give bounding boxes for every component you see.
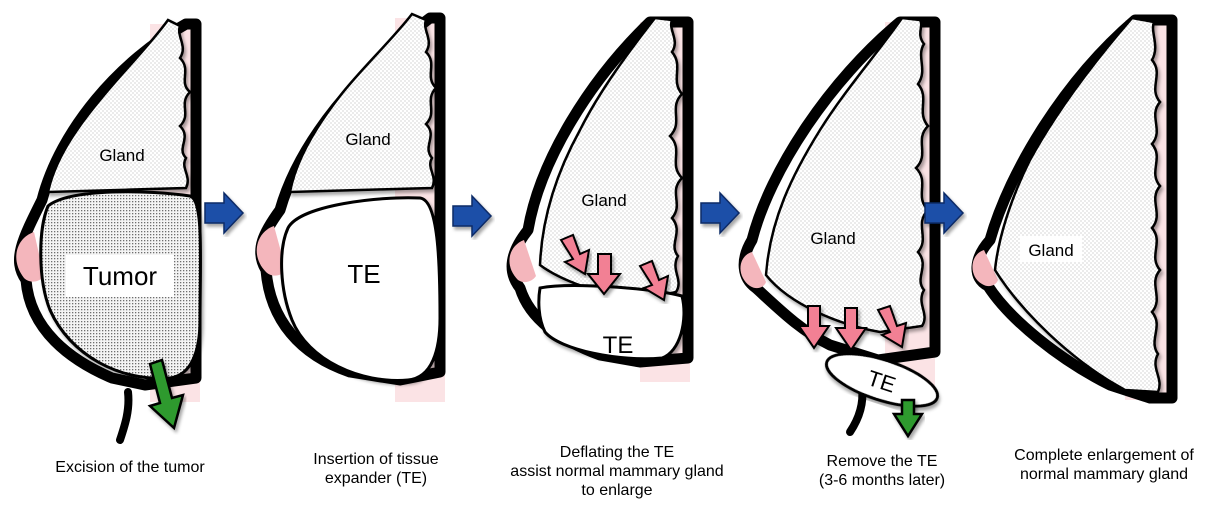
te-label: TE [603,332,634,359]
caption-line: Deflating the TE [510,443,723,462]
caption-panel-2: Insertion of tissue expander (TE) [313,450,438,488]
panel-1-tumor-excision: Gland Tumor [16,20,200,440]
caption-panel-1: Excision of the tumor [55,458,204,477]
caption-line: Insertion of tissue [313,450,438,469]
caption-panel-4: Remove the TE (3-6 months later) [819,452,945,490]
gland-label: Gland [99,146,144,165]
gland-label: Gland [345,130,390,149]
caption-panel-3: Deflating the TE assist normal mammary g… [510,443,723,500]
caption-line: Remove the TE [819,452,945,471]
mammary-gland [766,18,928,332]
panel-2-expander-insertion: Gland TE [257,14,445,402]
gland-label: Gland [1028,241,1073,260]
caption-line: expander (TE) [313,469,438,488]
caption-line: (3-6 months later) [819,471,945,490]
step-arrow-1 [205,193,243,233]
te-label: TE [347,259,380,289]
caption-line: Excision of the tumor [55,458,204,477]
gland-label: Gland [581,191,626,210]
mammary-gland [290,14,436,192]
step-arrow-3 [701,193,739,233]
caption-line: to enlarge [510,481,723,500]
tumor-label: Tumor [83,261,157,291]
caption-line: assist normal mammary gland [510,462,723,481]
panel-4-expander-removal: Gland TE [740,18,943,436]
step-arrow-2 [453,196,491,236]
caption-line: Complete enlargement of [1014,446,1194,465]
caption-line: normal mammary gland [1014,465,1194,484]
drain-tube [120,392,128,440]
caption-panel-5: Complete enlargement of normal mammary g… [1014,446,1194,484]
mammary-gland [48,20,190,192]
panel-3-deflating-expander: Gland TE [509,18,690,382]
panel-5-complete-enlargement: Gland [972,18,1175,400]
gland-label: Gland [810,229,855,248]
